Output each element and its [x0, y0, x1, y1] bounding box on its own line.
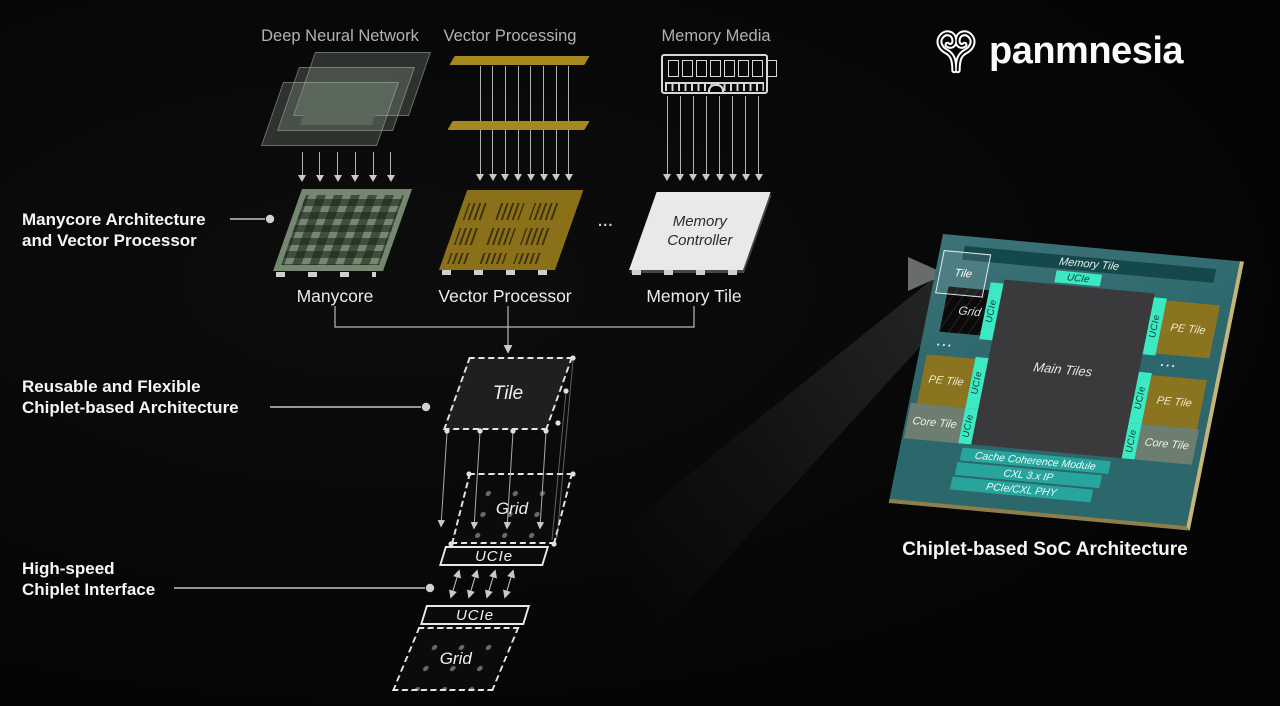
- grid-bottom-label: Grid: [439, 649, 472, 668]
- annotation-chiplet: Reusable and Flexible Chiplet-based Arch…: [22, 377, 239, 417]
- ucie-bottom-label: UCIe: [455, 606, 495, 624]
- memory-tile-feet: [632, 270, 737, 275]
- dnn-stack-icon: [260, 48, 438, 153]
- down-arrow: [676, 96, 685, 185]
- down-arrow: [702, 96, 711, 185]
- soc-ellipsis-left: ...: [936, 333, 956, 350]
- soc-pe-tile-right-top: PE Tile: [1155, 300, 1221, 359]
- dnn-layer-front: [260, 82, 400, 146]
- down-arrow: [663, 96, 671, 185]
- dimm-chip: [752, 60, 763, 77]
- vector-processor-tile: [439, 190, 584, 270]
- dimm-chip: [738, 60, 749, 77]
- down-arrow: [754, 96, 763, 185]
- memory-controller-label: Memory Controller: [667, 213, 733, 249]
- down-arrow: [298, 152, 306, 186]
- manycore-tile-feet: [276, 272, 376, 277]
- tiles-ellipsis: ...: [598, 213, 614, 230]
- down-arrow: [728, 96, 737, 185]
- down-arrow: [369, 152, 378, 186]
- panmnesia-spiral-icon: [933, 24, 979, 79]
- memory-tile: Memory Controller: [629, 192, 771, 270]
- soc-tile-overlay: Tile: [935, 250, 992, 298]
- header-deep-neural-network: Deep Neural Network: [261, 27, 419, 45]
- soc-pe-tile-right: PE Tile: [1141, 375, 1207, 430]
- down-arrow: [715, 96, 724, 185]
- down-arrow: [315, 152, 324, 186]
- ucie-top-box: UCIe: [439, 546, 550, 566]
- down-arrow: [689, 96, 698, 185]
- memory-dimm-icon: [661, 54, 777, 94]
- ucie-top-label: UCIe: [474, 547, 514, 565]
- dimm-chip: [696, 60, 707, 77]
- down-arrow: [333, 152, 342, 186]
- down-arrow: [741, 96, 750, 185]
- grid-bottom-dashed-box: Grid: [392, 627, 520, 691]
- soc-board: Memory Tile UCIe Main Tiles Grid Tile UC…: [888, 234, 1244, 531]
- memory-arrows: [663, 96, 763, 185]
- ucie-bottom-box: UCIe: [420, 605, 531, 625]
- brand-name: panmnesia: [989, 30, 1184, 72]
- vector-tile-feet: [442, 270, 547, 275]
- dimm-notch: [707, 84, 724, 92]
- down-arrow: [351, 152, 360, 186]
- dimm-chip: [710, 60, 721, 77]
- soc-caption: Chiplet-based SoC Architecture: [902, 539, 1188, 560]
- ucie-double-arrows: [448, 569, 516, 599]
- annotation-manycore: Manycore Architecture and Vector Process…: [22, 210, 206, 250]
- soc-core-tile-left: Core Tile: [903, 402, 966, 444]
- dimm-chip: [724, 60, 735, 77]
- brand-logo: panmnesia: [933, 24, 1184, 79]
- dnn-arrows: [298, 152, 395, 186]
- tile-dashed-label: Tile: [492, 382, 524, 404]
- tile-dashed-box: Tile: [443, 357, 573, 430]
- memory-tile-label: Memory Tile: [646, 286, 742, 306]
- vector-bar-bottom: [447, 121, 590, 130]
- vector-processor-label: Vector Processor: [438, 286, 572, 306]
- annotation-interface: High-speed Chiplet Interface: [22, 559, 156, 599]
- header-vector-processing: Vector Processing: [443, 27, 577, 45]
- manycore-tile: [273, 189, 413, 271]
- dimm-chip: [766, 60, 777, 77]
- dimm-chip: [668, 60, 679, 77]
- manycore-label: Manycore: [296, 286, 374, 306]
- header-memory-media: Memory Media: [661, 27, 771, 45]
- soc-ellipsis-right: ...: [1159, 354, 1180, 371]
- down-arrow: [386, 152, 395, 186]
- grid-top-dashed-box: Grid: [451, 473, 573, 544]
- vector-bar-top: [449, 56, 590, 65]
- dimm-chip: [682, 60, 693, 77]
- grid-top-label: Grid: [495, 498, 529, 518]
- tile-tree-connector: [334, 306, 695, 354]
- soc-core-tile-right: Core Tile: [1134, 424, 1200, 465]
